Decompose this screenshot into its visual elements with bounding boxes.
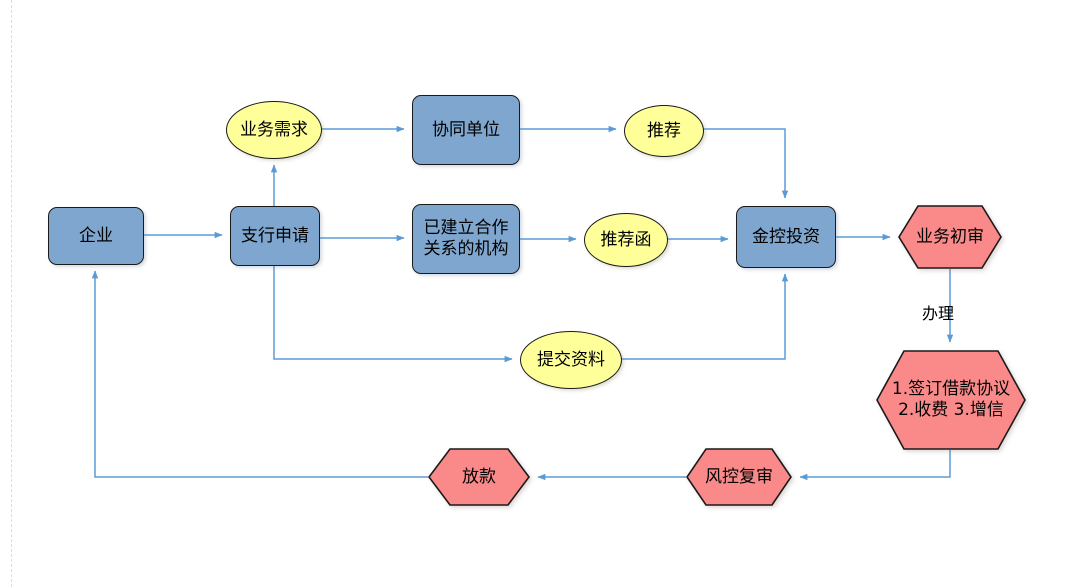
edge-fangkuan-to-qiye: [91, 270, 428, 478]
node-hezuo-jigou-label: 已建立合作 关系的机构: [423, 218, 509, 259]
edge-qianding-to-fengkong: [799, 450, 951, 481]
node-xietong-danwei-label: 协同单位: [432, 119, 500, 140]
edge-tijiao-to-jinkong: [620, 273, 789, 360]
node-qiye-label: 企业: [79, 225, 113, 246]
node-jinkong-touzi[interactable]: 金控投资: [736, 206, 836, 268]
node-yewu-chushen[interactable]: 业务初审: [898, 205, 1002, 269]
node-qianding-xieyi-label: 1.签订借款协议 2.收费 3.增信: [891, 379, 1011, 420]
node-fengkong-fushen-label: 风控复审: [705, 466, 773, 487]
node-yewu-xuqiu[interactable]: 业务需求: [226, 101, 322, 159]
hexagon-shape: [876, 350, 1026, 450]
node-jinkong-touzi-label: 金控投资: [752, 226, 820, 247]
page-guide-line: [11, 0, 12, 587]
node-qiye[interactable]: 企业: [48, 207, 144, 265]
node-fangkuan-label: 放款: [462, 466, 496, 487]
edge-zhihang-to-tijiao: [273, 264, 513, 363]
node-xietong-danwei[interactable]: 协同单位: [412, 95, 520, 165]
node-hezuo-jigou[interactable]: 已建立合作 关系的机构: [412, 204, 520, 274]
edge-label-banli: 办理: [922, 300, 954, 324]
node-qianding-xieyi[interactable]: 1.签订借款协议 2.收费 3.增信: [876, 350, 1026, 450]
node-tijiao-ziliao[interactable]: 提交资料: [520, 331, 622, 389]
node-fengkong-fushen[interactable]: 风控复审: [686, 448, 792, 506]
node-zhihang-shenqing-label: 支行申请: [241, 225, 309, 246]
hexagon-shape: [686, 448, 792, 506]
hexagon-shape: [428, 448, 530, 506]
node-zhihang-shenqing[interactable]: 支行申请: [230, 206, 320, 266]
node-yewu-xuqiu-label: 业务需求: [240, 119, 308, 140]
node-tuijianhan[interactable]: 推荐函: [584, 213, 668, 267]
node-tuijian-label: 推荐: [647, 120, 681, 141]
edge-tuijian-to-jinkong: [702, 128, 789, 199]
node-yewu-chushen-label: 业务初审: [916, 226, 984, 247]
node-tijiao-ziliao-label: 提交资料: [537, 349, 605, 370]
node-tuijianhan-label: 推荐函: [600, 229, 652, 250]
edge-label-banli-text: 办理: [922, 304, 955, 323]
hexagon-shape: [898, 205, 1002, 269]
node-fangkuan[interactable]: 放款: [428, 448, 530, 506]
node-tuijian[interactable]: 推荐: [624, 105, 704, 157]
